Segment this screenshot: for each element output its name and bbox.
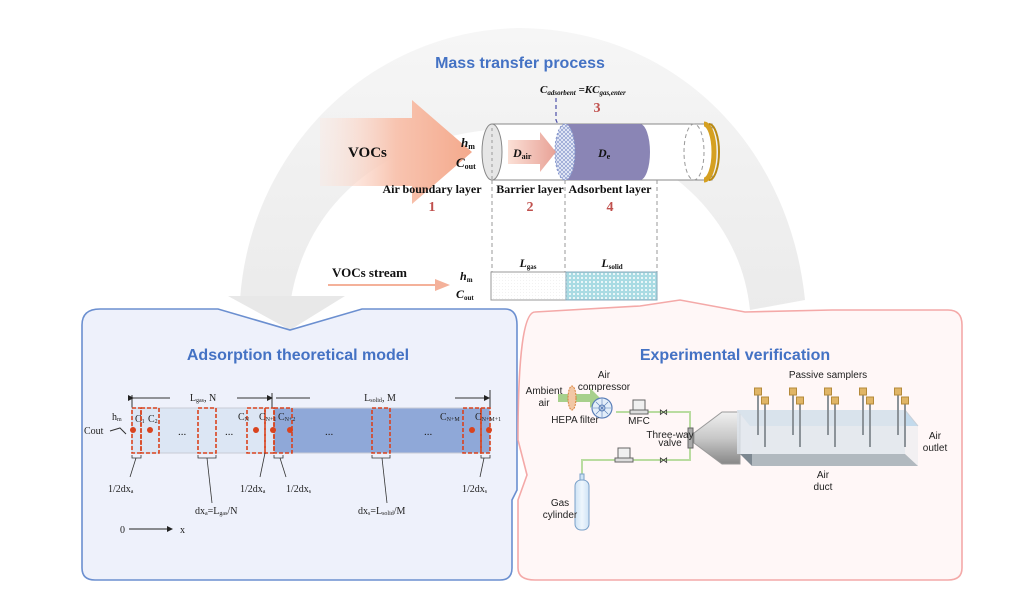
vocs-arrow	[320, 100, 472, 204]
hepa-filter-label: HEPA filter	[551, 415, 599, 426]
node-labels: C1 C2 CN CN+1 CN+2 CN+M CN+M+1	[135, 412, 501, 425]
three-way-valve-label: Three-way	[646, 430, 693, 441]
span-gas: Lgas, N	[128, 393, 273, 410]
passive-sampler	[754, 387, 762, 435]
passive-sampler	[761, 396, 769, 447]
background-arch	[240, 28, 805, 310]
passive-sampler	[824, 387, 832, 435]
interface-equation: Cadsorbent =KCgas,enter	[540, 84, 626, 97]
experimental-title: Experimental verification	[640, 347, 830, 364]
hm-label: hm	[461, 135, 475, 151]
svg-text:CN+M+1: CN+M+1	[475, 412, 501, 423]
layer-number-4: 4	[607, 200, 614, 215]
boundary-cout: Cout	[84, 426, 104, 437]
svg-text:CN+2: CN+2	[278, 412, 295, 423]
arch-arrow-head	[228, 296, 345, 330]
svg-text:Lsolid, M: Lsolid, M	[364, 393, 396, 404]
svg-text:Lgas, N: Lgas, N	[190, 393, 216, 404]
annot-half-dx-a-left: 1/2dxa	[108, 484, 134, 495]
air-outlet-label: Air	[929, 431, 942, 442]
air-duct-label: Air	[817, 470, 830, 481]
ellipsis-marks: ... ... ... ...	[178, 426, 433, 438]
ambient-air-label-2: air	[538, 398, 550, 409]
adsorption-tube	[481, 121, 720, 183]
duct-inlet-cone	[693, 411, 741, 465]
svg-text:...: ...	[225, 426, 234, 438]
passive-samplers-label: Passive samplers	[789, 370, 867, 381]
solid-phase-bar	[273, 407, 491, 454]
svg-text:...: ...	[325, 426, 334, 438]
hepa-filter-icon	[567, 385, 577, 411]
valve-bottom-icon: ⋈	[659, 455, 668, 465]
vocs-label: VOCs	[348, 145, 387, 161]
stream-cout-label: Cout	[456, 287, 474, 302]
mfc-bottom-icon	[614, 447, 634, 463]
span-solid: Lsolid, M	[276, 390, 491, 410]
ambient-air-label: Ambient	[526, 386, 563, 397]
passive-sampler	[796, 396, 804, 447]
layer-label-air-boundary: Air boundary layer	[382, 182, 482, 196]
gas-layer-box	[490, 271, 567, 301]
valve-top-icon: ⋈	[659, 407, 668, 417]
svg-text:C1: C1	[135, 414, 145, 425]
lgas-label: Lgas	[518, 256, 536, 271]
mass-transfer-title: Mass transfer process	[435, 55, 605, 72]
air-duct-label-2: duct	[814, 482, 833, 493]
cout-label: Cout	[456, 155, 476, 171]
annotation-leaders	[129, 452, 491, 504]
three-way-valve-icon	[687, 427, 694, 449]
vocs-stream-label: VOCs stream	[332, 265, 407, 280]
vocs-stream-arrowhead	[435, 279, 450, 291]
gas-cylinder-icon	[574, 473, 590, 531]
svg-text:CN: CN	[238, 412, 250, 423]
dair-arrow	[508, 132, 556, 172]
annot-dx-gas: dxa=Lgas/N	[195, 506, 237, 517]
gas-cylinder-label-2: cylinder	[543, 510, 578, 521]
passive-samplers	[754, 387, 909, 447]
node-points	[130, 427, 492, 433]
annot-half-dx-s-right: 1/2dxs	[462, 484, 488, 495]
svg-text:CN+1: CN+1	[259, 412, 276, 423]
gas-cylinder-label: Gas	[551, 498, 569, 509]
axis-label-x: x	[180, 525, 185, 536]
gas-phase-bar	[131, 407, 275, 454]
passive-sampler	[831, 396, 839, 447]
layer-label-adsorbent: Adsorbent layer	[569, 182, 653, 196]
passive-sampler	[894, 387, 902, 435]
layer-number-1: 1	[429, 200, 436, 215]
layer-label-barrier: Barrier layer	[496, 182, 564, 196]
control-volumes	[131, 407, 491, 454]
dair-label: Dair	[512, 146, 532, 161]
mfc-top-label: MFC	[628, 416, 650, 427]
annot-half-dx-s-left: 1/2dxs	[286, 484, 312, 495]
air-compressor-label: Air	[598, 370, 611, 381]
svg-text:C2: C2	[148, 414, 158, 425]
passive-sampler	[859, 387, 867, 435]
mfc-top-icon	[629, 399, 649, 415]
annot-half-dx-a-right: 1/2dxa	[240, 484, 266, 495]
lsolid-label: Lsolid	[600, 256, 622, 271]
passive-sampler	[901, 396, 909, 447]
de-label: De	[597, 146, 611, 161]
solid-layer-box	[565, 271, 658, 301]
axis-origin: 0	[120, 525, 125, 536]
layer-number-2: 2	[527, 200, 534, 215]
annot-dx-solid: dxs=Lsolid/M	[358, 506, 406, 517]
adsorption-model-title: Adsorption theoretical model	[187, 347, 409, 364]
svg-text:...: ...	[178, 426, 187, 438]
air-outlet-label-2: outlet	[923, 443, 948, 454]
passive-sampler	[789, 387, 797, 435]
air-compressor-label-2: compressor	[578, 382, 631, 393]
interface-number: 3	[594, 101, 601, 116]
svg-text:CN+M: CN+M	[440, 412, 460, 423]
boundary-hm: hm	[112, 412, 122, 423]
svg-text:...: ...	[424, 426, 433, 438]
stream-hm-label: hm	[460, 269, 473, 284]
air-compressor-icon	[591, 397, 613, 419]
passive-sampler	[866, 396, 874, 447]
boundary-flux-arrow	[109, 427, 127, 435]
ambient-air-arrow	[558, 388, 600, 408]
three-way-valve-label-2: valve	[658, 438, 682, 449]
